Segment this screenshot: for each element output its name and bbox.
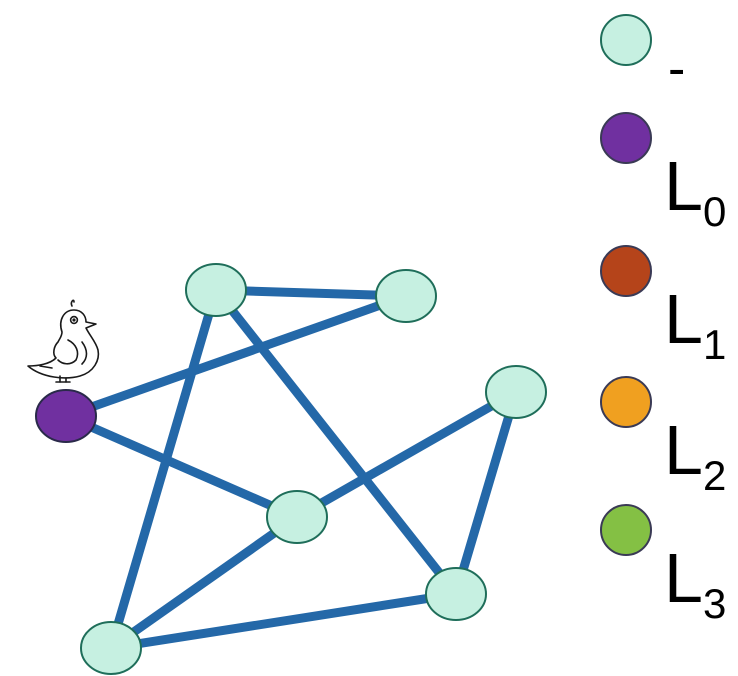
edge-n1-n6 (212, 287, 460, 597)
legend-symbol: L (664, 280, 703, 358)
edge-layer (64, 285, 521, 653)
graph-node-n2 (375, 269, 437, 323)
legend-subscript: 2 (703, 452, 726, 499)
legend-swatch (600, 112, 652, 164)
node-layer (35, 263, 547, 675)
edge-n5-n4 (294, 388, 519, 521)
legend-item-l2: L2 (600, 376, 726, 499)
legend-subscript: 0 (703, 188, 726, 235)
bird-icon (27, 299, 100, 383)
edge-n1-n2 (215, 285, 407, 301)
legend-subscript: 1 (703, 321, 726, 368)
legend-label: L1 (664, 280, 726, 368)
legend-swatch (600, 376, 652, 428)
edge-n3-n5 (64, 411, 299, 522)
legend-swatch (600, 14, 652, 66)
legend-symbol: L (664, 539, 703, 617)
graph-node-n5 (266, 490, 328, 544)
edge-n2-n3 (64, 291, 408, 421)
legend-label: L3 (664, 539, 726, 627)
graph-node-n7 (80, 621, 142, 675)
legend-item-l0: L0 (600, 112, 726, 235)
legend-item-unvisited: - (600, 14, 685, 98)
legend-label: - (668, 40, 685, 98)
legend-label: L2 (664, 411, 726, 499)
edge-n5-n7 (108, 513, 300, 652)
edge-n4-n6 (451, 390, 521, 596)
graph-node-n1 (185, 263, 247, 317)
graph-node-n4 (485, 365, 547, 419)
edge-n6-n7 (110, 589, 457, 653)
legend-item-l1: L1 (600, 245, 726, 368)
legend-symbol: L (664, 147, 703, 225)
graph-node-n6 (425, 567, 487, 621)
legend-label: L0 (664, 147, 726, 235)
edge-n1-n7 (106, 288, 221, 650)
legend-swatch (600, 504, 652, 556)
legend-swatch (600, 245, 652, 297)
legend-item-l3: L3 (600, 504, 726, 627)
graph-node-n3 (35, 389, 97, 443)
legend-subscript: 3 (703, 580, 726, 627)
legend-symbol: L (664, 411, 703, 489)
